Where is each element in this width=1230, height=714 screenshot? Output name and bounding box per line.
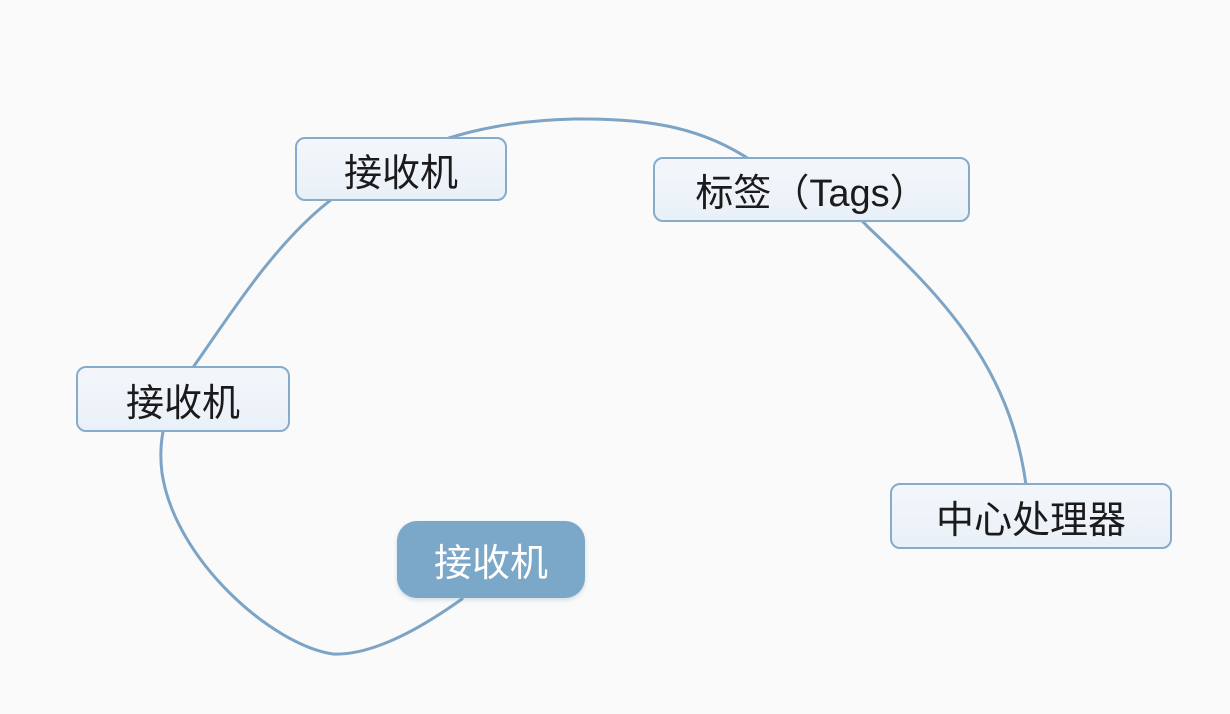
node-receiver-bottom-selected[interactable]: 接收机 [397,521,585,598]
node-label: 接收机 [125,382,240,425]
node-tags[interactable]: 标签（Tags） [653,157,970,222]
node-central-processor[interactable]: 中心处理器 [890,483,1172,549]
node-receiver-top[interactable]: 接收机 [295,137,507,201]
node-label: 接收机 [343,152,458,195]
node-label: 中心处理器 [935,499,1126,542]
node-receiver-left[interactable]: 接收机 [76,366,290,432]
node-label: 接收机 [433,543,548,585]
node-label: 标签（Tags） [695,173,928,215]
